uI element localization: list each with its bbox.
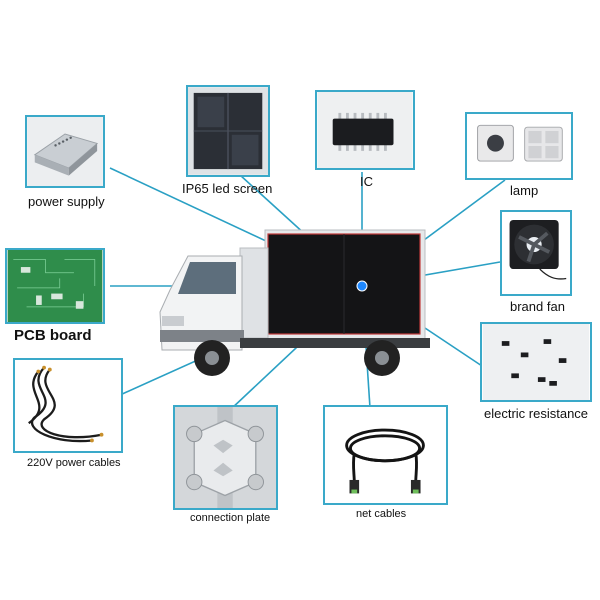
hub-point bbox=[356, 280, 368, 292]
pcb-board-label: PCB board bbox=[14, 327, 92, 344]
led-screen-image bbox=[186, 85, 270, 177]
pcb-board-image bbox=[5, 248, 105, 324]
power-cables-image bbox=[13, 358, 123, 453]
ic-label: IC bbox=[360, 174, 373, 189]
connection-plate-label: connection plate bbox=[190, 512, 271, 524]
electric-resistance-image bbox=[480, 322, 592, 402]
led-truck-image bbox=[159, 229, 430, 376]
brand-fan-label: brand fan bbox=[510, 299, 565, 314]
connection-plate-image bbox=[173, 405, 278, 510]
brand-fan-image bbox=[500, 210, 572, 296]
ic-image bbox=[315, 90, 415, 170]
lamp-image bbox=[465, 112, 573, 180]
led-screen-label: IP65 led screen bbox=[182, 181, 273, 196]
net-cables-image bbox=[323, 405, 448, 505]
net-cables-label: net cables bbox=[356, 508, 407, 520]
power-supply-label: power supply bbox=[28, 194, 105, 209]
electric-resistance-label: electric resistance bbox=[484, 406, 589, 421]
power-cables-label: 220V power cables bbox=[27, 457, 121, 469]
power-supply-image bbox=[25, 115, 105, 188]
lamp-label: lamp bbox=[510, 183, 539, 198]
